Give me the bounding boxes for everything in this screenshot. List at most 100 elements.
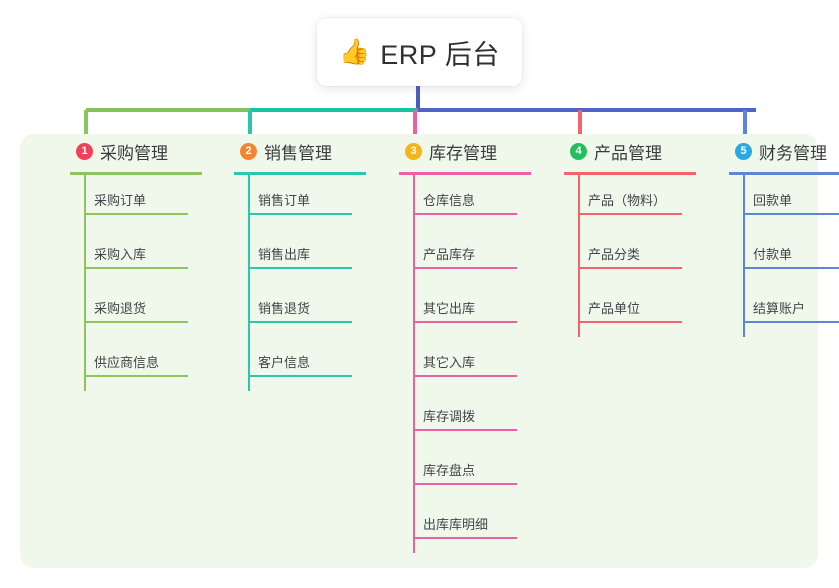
branch-item[interactable]: 产品库存	[413, 229, 517, 269]
branch-title-inventory: 库存管理	[429, 143, 497, 163]
connector-drop-product	[578, 110, 582, 138]
branch-header-purchasing[interactable]: 1 采购管理	[60, 134, 220, 168]
branch-item[interactable]: 产品（物料）	[578, 175, 682, 215]
branch-spine-purchasing	[84, 172, 86, 391]
branch-item-label: 销售订单	[258, 193, 311, 208]
branch-item-label: 销售退货	[258, 301, 311, 316]
branch-item-label: 出库库明细	[423, 517, 489, 532]
branch-item-underline	[84, 321, 188, 323]
branch-item-underline	[743, 213, 839, 215]
branch-item-label: 采购订单	[94, 193, 147, 208]
branch-item[interactable]: 销售出库	[248, 229, 352, 269]
branch-title-purchasing: 采购管理	[100, 143, 168, 163]
branch-badge-purchasing: 1	[76, 142, 93, 160]
branch-item-label: 产品单位	[588, 301, 641, 316]
branch-column-product: 4 产品管理产品（物料） 产品分类产品单位	[554, 134, 714, 337]
branch-item-underline	[743, 267, 839, 269]
branch-underline-inventory	[399, 172, 531, 175]
branch-column-purchasing: 1 采购管理采购订单采购入库采购退货供应商信息	[60, 134, 220, 391]
branch-item-label: 采购入库	[94, 247, 147, 262]
branch-item-underline	[413, 375, 517, 377]
branch-item[interactable]: 仓库信息	[413, 175, 517, 215]
branch-header-inventory[interactable]: 3 库存管理	[389, 134, 549, 168]
branch-badge-product: 4	[570, 142, 587, 160]
branch-item[interactable]: 出库库明细	[413, 499, 517, 539]
connector-drop-inventory	[413, 110, 417, 138]
branch-item-underline	[248, 375, 352, 377]
branch-item[interactable]: 采购入库	[84, 229, 188, 269]
branch-item-underline	[743, 321, 839, 323]
thumbs-up-icon: 👍	[339, 37, 371, 66]
branch-underline-finance	[729, 172, 839, 175]
branch-item[interactable]: 供应商信息	[84, 337, 188, 377]
branch-item-label: 结算账户	[753, 301, 806, 316]
branch-item-label: 其它入库	[423, 355, 476, 370]
branch-item-label: 销售出库	[258, 247, 311, 262]
branch-item[interactable]: 销售订单	[248, 175, 352, 215]
branch-item[interactable]: 回款单	[743, 175, 839, 215]
connector-drop-sales	[248, 110, 252, 138]
branch-spine-finance	[743, 172, 745, 337]
branch-item[interactable]: 销售退货	[248, 283, 352, 323]
branch-title-sales: 销售管理	[264, 143, 332, 163]
branch-item-underline	[84, 267, 188, 269]
branch-spine-sales	[248, 172, 250, 391]
branch-header-sales[interactable]: 2 销售管理	[224, 134, 384, 168]
branch-item[interactable]: 采购订单	[84, 175, 188, 215]
branch-item-underline	[413, 429, 517, 431]
branch-item-underline	[413, 213, 517, 215]
branch-item-label: 付款单	[753, 247, 793, 262]
branch-item[interactable]: 其它出库	[413, 283, 517, 323]
root-node-card[interactable]: 👍 ERP 后台	[317, 18, 522, 86]
branch-item-underline	[248, 213, 352, 215]
branch-underline-sales	[234, 172, 366, 175]
branch-item[interactable]: 产品分类	[578, 229, 682, 269]
branch-item[interactable]: 其它入库	[413, 337, 517, 377]
branch-item[interactable]: 结算账户	[743, 283, 839, 323]
root-node-content: 👍 ERP 后台	[339, 33, 500, 72]
branch-item-label: 产品（物料）	[588, 193, 667, 208]
branch-item-label: 回款单	[753, 193, 793, 208]
branch-header-product[interactable]: 4 产品管理	[554, 134, 714, 168]
branch-title-finance: 财务管理	[759, 143, 827, 163]
branch-item-underline	[578, 321, 682, 323]
branch-item-underline	[413, 537, 517, 539]
branch-item-label: 采购退货	[94, 301, 147, 316]
branch-badge-finance: 5	[735, 142, 752, 160]
branch-badge-inventory: 3	[405, 142, 422, 160]
branch-column-finance: 5 财务管理回款单付款单结算账户	[719, 134, 839, 337]
branch-item[interactable]: 库存调拨	[413, 391, 517, 431]
branch-badge-sales: 2	[240, 142, 257, 160]
branch-title-product: 产品管理	[594, 143, 662, 163]
branch-header-finance[interactable]: 5 财务管理	[719, 134, 839, 168]
connector-bar-segment	[86, 108, 250, 112]
branch-item-underline	[84, 375, 188, 377]
connector-drop-finance	[743, 110, 747, 138]
branch-item[interactable]: 付款单	[743, 229, 839, 269]
branch-spine-inventory	[413, 172, 415, 553]
connector-drop-purchasing	[84, 110, 88, 138]
branch-item-underline	[248, 321, 352, 323]
branch-item-label: 库存调拨	[423, 409, 476, 424]
branch-item[interactable]: 库存盘点	[413, 445, 517, 485]
branch-column-inventory: 3 库存管理仓库信息产品库存其它出库其它入库库存调拨库存盘点出库库明细	[389, 134, 549, 553]
branch-item-underline	[578, 267, 682, 269]
root-node-title: ERP 后台	[380, 39, 500, 70]
branch-item[interactable]: 采购退货	[84, 283, 188, 323]
branch-underline-product	[564, 172, 696, 175]
branch-item[interactable]: 产品单位	[578, 283, 682, 323]
branch-item-label: 产品分类	[588, 247, 641, 262]
branch-item-underline	[413, 267, 517, 269]
branch-item-underline	[413, 483, 517, 485]
branch-item-underline	[84, 213, 188, 215]
branches-panel: 1 采购管理采购订单采购入库采购退货供应商信息 2 销售管理销售订单销售出库销售退货客…	[20, 134, 839, 568]
branch-item-label: 供应商信息	[94, 355, 160, 370]
branch-item[interactable]: 客户信息	[248, 337, 352, 377]
root-stem-line	[416, 86, 420, 110]
branch-underline-purchasing	[70, 172, 202, 175]
branch-item-label: 其它出库	[423, 301, 476, 316]
branch-item-underline	[413, 321, 517, 323]
branch-item-underline	[578, 213, 682, 215]
branch-spine-product	[578, 172, 580, 337]
